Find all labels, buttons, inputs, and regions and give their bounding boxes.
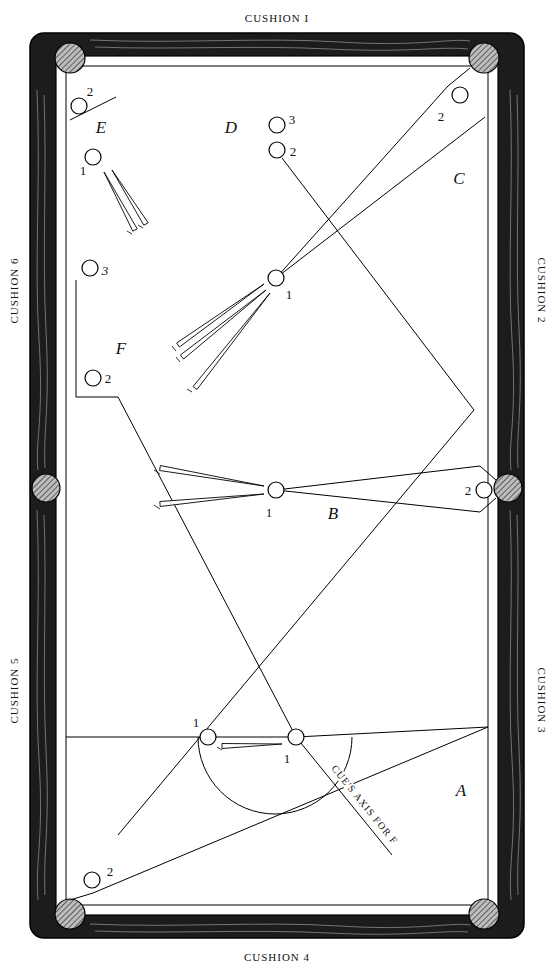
wood-grain xyxy=(37,40,520,934)
ball-number: 2 xyxy=(86,85,95,98)
ball-number: 1 xyxy=(283,752,292,765)
diagram-letter: C xyxy=(452,170,465,187)
ball-number: 2 xyxy=(289,145,298,158)
diagram-letter: D xyxy=(224,119,238,136)
table-bed xyxy=(66,66,488,905)
table-rail xyxy=(30,33,524,938)
diagram-letter: E xyxy=(95,119,107,136)
cushion-label: CUSHION I xyxy=(244,13,310,24)
ball-number: 2 xyxy=(437,110,446,123)
cushion-label: CUSHION 3 xyxy=(536,666,547,734)
cushion-label: CUSHION 2 xyxy=(536,256,547,324)
cue-sticks xyxy=(104,170,282,749)
ball-number: 2 xyxy=(464,484,473,497)
diagram-letter: F xyxy=(115,340,127,357)
ball-number: 1 xyxy=(265,506,274,519)
cushion-band xyxy=(56,56,498,915)
ball-number: 1 xyxy=(79,164,88,177)
ball-number: 2 xyxy=(104,372,113,385)
diagram-letter: A xyxy=(455,782,467,799)
cushion-label: CUSHION 5 xyxy=(9,656,20,724)
ball-number: 1 xyxy=(285,288,294,301)
shot-lines xyxy=(66,68,496,900)
ball-number: 2 xyxy=(106,865,115,878)
cue-feathers xyxy=(127,225,222,750)
diagram-letter: B xyxy=(327,505,339,522)
pockets xyxy=(32,43,522,929)
cushion-label: CUSHION 6 xyxy=(9,256,20,324)
ball-number: 3 xyxy=(101,264,110,277)
balls xyxy=(71,87,492,888)
ball-number: 1 xyxy=(192,716,201,729)
cushion-label: CUSHION 4 xyxy=(243,952,311,963)
ball-number: 3 xyxy=(288,113,297,126)
